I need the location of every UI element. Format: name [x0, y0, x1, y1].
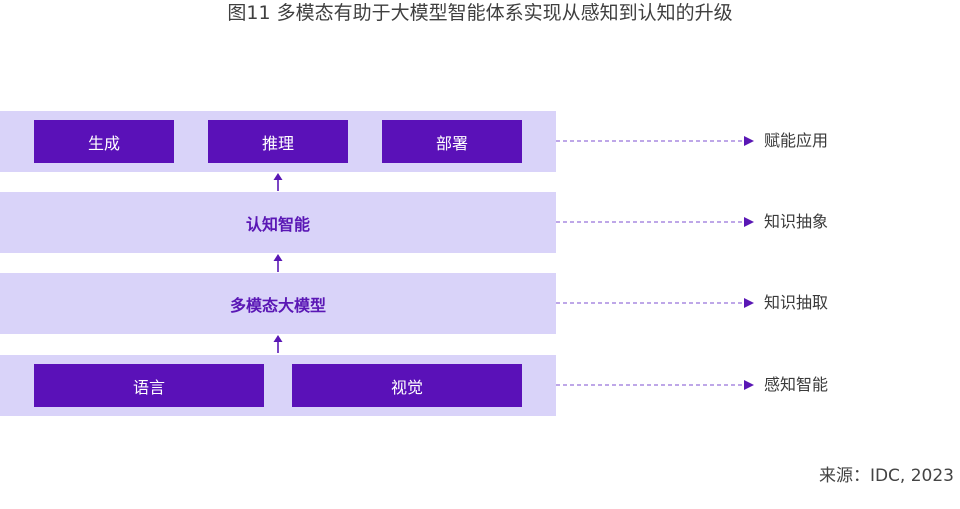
connector-arrow-icon: [556, 136, 754, 146]
multimodal-layer-label: 多模态大模型: [229, 295, 326, 315]
deployment-box: 部署: [382, 120, 522, 163]
application-layer: 生成 推理 部署: [0, 111, 556, 172]
language-box: 语言: [34, 364, 264, 407]
perception-layer: 语言 视觉: [0, 355, 556, 416]
arrow-up-icon: [273, 254, 283, 272]
side-label-knowledge-abstraction: 知识抽象: [764, 212, 829, 231]
connector-arrow-icon: [556, 217, 754, 227]
source-note: 来源：IDC, 2023: [818, 466, 954, 486]
arrow-up-icon: [273, 335, 283, 353]
side-label-knowledge-extraction: 知识抽取: [764, 293, 829, 312]
reasoning-box: 推理: [208, 120, 348, 163]
connector-arrow-icon: [556, 380, 754, 390]
side-label-enable-application: 赋能应用: [764, 131, 829, 150]
arrow-up-icon: [273, 173, 283, 191]
cognition-layer: 认知智能: [0, 192, 556, 253]
vision-box: 视觉: [292, 364, 522, 407]
side-label-perceptual-intelligence: 感知智能: [764, 375, 829, 394]
connector-arrow-icon: [556, 298, 754, 308]
cognition-layer-label: 认知智能: [245, 214, 310, 234]
figure-title: 图11 多模态有助于大模型智能体系实现从感知到认知的升级: [227, 2, 733, 24]
generation-box: 生成: [34, 120, 174, 163]
multimodal-layer: 多模态大模型: [0, 273, 556, 334]
